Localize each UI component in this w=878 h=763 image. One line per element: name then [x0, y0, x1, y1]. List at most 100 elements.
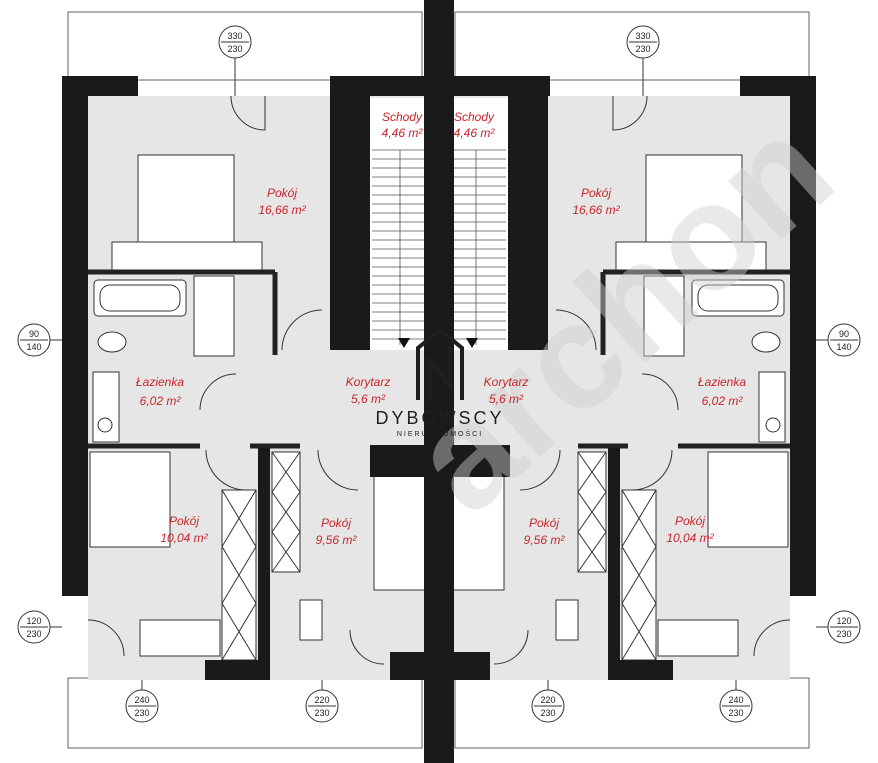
- door-br-outer-icon: [631, 449, 673, 491]
- stair-treads: [372, 149, 506, 345]
- room-bl-inner-area: 9,56 m²: [316, 533, 358, 547]
- doors: [87, 95, 791, 665]
- sink-right-bowl: [765, 417, 781, 433]
- bed-bl-inner-icon: [373, 469, 431, 591]
- stairs-right: [450, 98, 510, 350]
- dim-bottom-1-h: 230: [134, 708, 149, 718]
- dimension-texts: 330 230 330 230 90 140 90 140 120 230 12…: [26, 31, 851, 718]
- bath-left-area: 6,02 m²: [140, 394, 182, 408]
- room-tl-name: Pokój: [267, 186, 297, 200]
- dim-mid-right-w: 90: [839, 329, 849, 339]
- wall-top-right-a: [740, 76, 816, 96]
- bathtub-left-inner: [99, 284, 181, 312]
- dim-mid-right-h: 140: [836, 342, 851, 352]
- wall-inner-right: [608, 448, 620, 680]
- wall-bottom-center: [390, 652, 490, 680]
- dim-low-right-w: 120: [836, 616, 851, 626]
- bed-bl-outer-icon: [89, 451, 171, 548]
- desk-bl-icon: [139, 619, 221, 657]
- room-br-outer-name: Pokój: [675, 514, 705, 528]
- bathtub-right-inner: [697, 284, 779, 312]
- stairs: [368, 98, 510, 350]
- door-bl-outer-icon: [205, 449, 247, 491]
- shower-right-icon: [643, 275, 685, 357]
- door-balcony-bc-right-icon: [493, 629, 529, 665]
- door-top-right-icon: [612, 95, 648, 131]
- door-bl-inner-icon: [317, 449, 359, 491]
- dim-top-left-h: 230: [227, 44, 242, 54]
- balconies: [67, 11, 810, 749]
- dim-bottom-1-w: 240: [134, 695, 149, 705]
- dim-bottom-4-w: 240: [728, 695, 743, 705]
- corridor-right-area: 5,6 m²: [489, 392, 524, 406]
- dim-mid-left-w: 90: [29, 329, 39, 339]
- wardrobe-br-b: [577, 451, 607, 573]
- walls: [62, 0, 816, 763]
- toilet-right-icon: [751, 331, 781, 353]
- wall-top-left-b: [330, 76, 430, 96]
- dim-top-left-w: 330: [227, 31, 242, 41]
- dim-mid-left-h: 140: [26, 342, 41, 352]
- dim-bottom-2-w: 220: [314, 695, 329, 705]
- logo-mark-icon: [416, 327, 464, 400]
- dim-low-left-w: 120: [26, 616, 41, 626]
- wall-left: [62, 76, 88, 596]
- wall-top-right-b: [450, 76, 550, 96]
- balcony-bottom-left: [67, 677, 423, 749]
- room-tl-area: 16,66 m²: [258, 203, 306, 217]
- stairs-right-area: 4,46 m²: [454, 126, 496, 140]
- balcony-bottom-right: [454, 677, 810, 749]
- bed-br-outer-icon: [707, 451, 789, 548]
- shower-left-icon: [193, 275, 235, 357]
- desk-br-icon: [657, 619, 739, 657]
- logo-brand: DYBOWSCY: [375, 408, 504, 428]
- stairs-arrow-left-icon: [398, 338, 410, 348]
- stairs-left-name: Schody: [382, 110, 423, 124]
- room-br-inner-area: 9,56 m²: [524, 533, 566, 547]
- balcony-top-right: [454, 11, 810, 81]
- bath-right-area: 6,02 m²: [702, 394, 744, 408]
- wardrobe-bl-a: [221, 489, 257, 661]
- wall-inner-left: [258, 448, 270, 680]
- room-br-inner-name: Pokój: [529, 516, 559, 530]
- desk-br-inner-icon: [555, 599, 579, 641]
- furniture: [89, 154, 789, 657]
- dimension-markers: [17, 25, 861, 723]
- desk-bl-inner-icon: [299, 599, 323, 641]
- bed-top-left-headboard: [111, 241, 263, 271]
- wall-center-block: [370, 445, 510, 477]
- bed-top-right-headboard: [615, 241, 767, 271]
- door-bath-right-icon: [641, 373, 679, 411]
- dim-bottom-2-h: 230: [314, 708, 329, 718]
- wardrobe-br-a: [621, 489, 657, 661]
- wall-bottom-left: [205, 660, 265, 680]
- logo-tagline: NIERUCHOMOŚCI: [397, 429, 483, 438]
- bathroom-fixtures: [92, 275, 786, 443]
- dim-low-left-h: 230: [26, 629, 41, 639]
- wardrobe-bl-b: [271, 451, 301, 573]
- room-labels: Schody 4,46 m² Schody 4,46 m² Pokój 16,6…: [136, 110, 746, 547]
- door-room-tl-icon: [281, 309, 323, 351]
- stairs-right-name: Schody: [454, 110, 495, 124]
- dim-bottom-3-w: 220: [540, 695, 555, 705]
- logo: DYBOWSCY NIERUCHOMOŚCI: [375, 327, 504, 438]
- balcony-top-left: [67, 11, 423, 81]
- room-tr-name: Pokój: [581, 186, 611, 200]
- door-bath-left-icon: [199, 373, 237, 411]
- dim-top-right-w: 330: [635, 31, 650, 41]
- door-balcony-br-icon: [753, 619, 791, 657]
- wall-bottom-right: [613, 660, 673, 680]
- door-top-left-icon: [230, 95, 266, 131]
- room-tr-area: 16,66 m²: [572, 203, 620, 217]
- toilet-left-icon: [97, 331, 127, 353]
- door-room-tr-icon: [555, 309, 597, 351]
- wall-stairs-right: [508, 96, 548, 350]
- stairs-arrow-right-icon: [466, 338, 478, 348]
- dim-low-right-h: 230: [836, 629, 851, 639]
- dim-bottom-3-h: 230: [540, 708, 555, 718]
- door-br-inner-icon: [519, 449, 561, 491]
- partitions: [88, 269, 790, 449]
- dim-top-right-h: 230: [635, 44, 650, 54]
